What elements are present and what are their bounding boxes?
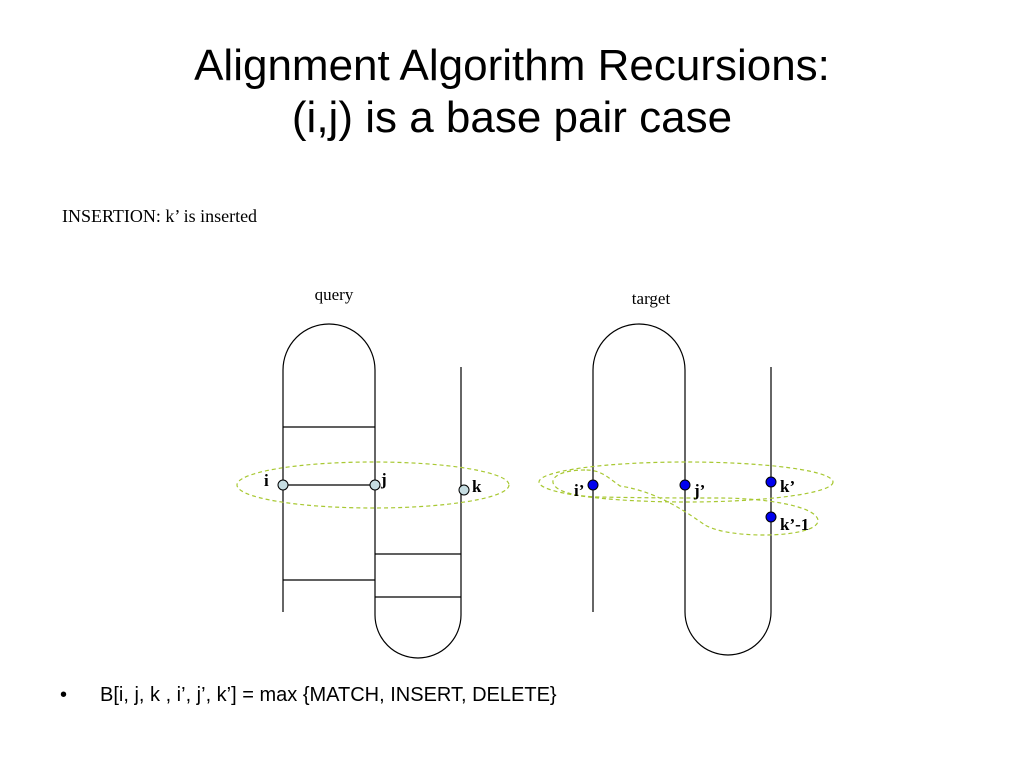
- query-label: query: [315, 285, 354, 304]
- target-highlight-ellipse-outer: [538, 461, 834, 503]
- bullet-marker: •: [60, 684, 68, 706]
- query-label-j: j: [380, 470, 387, 489]
- target-node-j-prime: [679, 479, 691, 491]
- query-backbone: [282, 323, 462, 659]
- target-label-j-prime: j’: [693, 481, 705, 500]
- target-node-i-prime: [587, 479, 599, 491]
- bullet-item: • B[i, j, k , i’, j’, k’] = max {MATCH, I…: [60, 684, 557, 707]
- target-label: target: [632, 289, 671, 308]
- bullet-text: B[i, j, k , i’, j’, k’] = max {MATCH, IN…: [100, 684, 557, 706]
- query-structure: [282, 323, 462, 659]
- insertion-caption: INSERTION: k’ is inserted: [62, 206, 258, 226]
- target-node-k-prime-minus-1: [765, 511, 777, 523]
- title-line-1: Alignment Algorithm Recursions:: [194, 41, 830, 90]
- target-highlight-ellipse-inner: [552, 469, 819, 536]
- query-label-k: k: [472, 477, 482, 496]
- target-node-k-prime: [765, 476, 777, 488]
- query-node-i: [277, 479, 289, 491]
- target-backbone: [592, 323, 772, 656]
- slide-title: Alignment Algorithm Recursions: (i,j) is…: [0, 40, 1024, 144]
- target-structure: [592, 323, 772, 656]
- query-node-j: [369, 479, 381, 491]
- title-line-2: (i,j) is a base pair case: [291, 93, 733, 142]
- target-label-i-prime: i’: [574, 481, 584, 500]
- query-label-i: i: [264, 471, 269, 490]
- target-label-k-prime: k’: [780, 477, 795, 496]
- query-node-k: [458, 484, 470, 496]
- query-highlight-ellipse: [236, 461, 510, 509]
- target-label-k-prime-minus-1: k’-1: [780, 515, 809, 534]
